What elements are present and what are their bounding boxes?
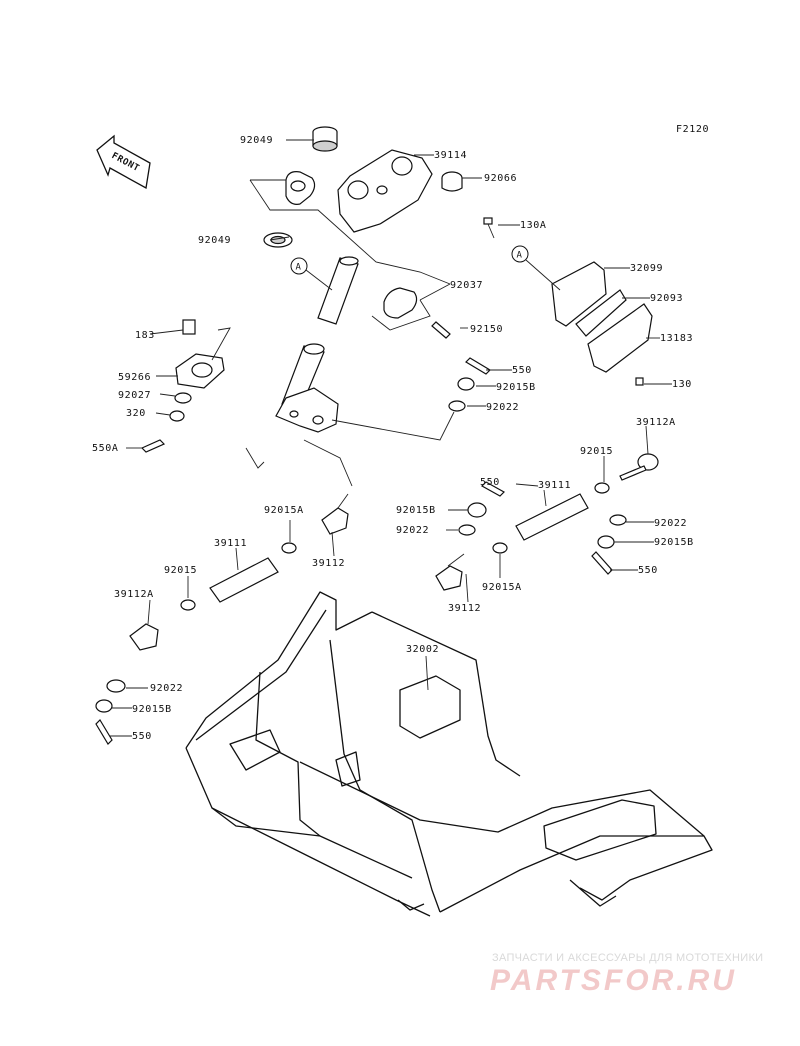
label-92027: 92027 bbox=[118, 390, 151, 401]
label-39111-left: 39111 bbox=[214, 538, 247, 549]
label-92022-left: 92022 bbox=[150, 683, 183, 694]
label-92049-top: 92049 bbox=[240, 135, 273, 146]
label-39114: 39114 bbox=[434, 150, 467, 161]
label-92015b-left: 92015B bbox=[132, 704, 172, 715]
label-32002: 32002 bbox=[406, 644, 439, 655]
handlebar-holder-lower bbox=[285, 171, 316, 205]
label-32099: 32099 bbox=[630, 263, 663, 274]
label-92022-mid: 92022 bbox=[396, 525, 429, 536]
label-92022-right: 92022 bbox=[654, 518, 687, 529]
label-92093: 92093 bbox=[650, 293, 683, 304]
label-550-mid: 550 bbox=[480, 477, 500, 488]
label-92049-bottom: 92049 bbox=[198, 235, 231, 246]
callout-a-right: A bbox=[511, 245, 561, 291]
stem-shaft bbox=[317, 256, 359, 325]
tie-rod-right bbox=[435, 453, 659, 591]
watermark-tagline: ЗАПЧАСТИ И АКСЕССУАРЫ ДЛЯ МОТОТЕХНИКИ bbox=[492, 952, 764, 964]
label-550-right: 550 bbox=[638, 565, 658, 576]
label-92015b-upper: 92015B bbox=[496, 382, 536, 393]
label-92015b-right: 92015B bbox=[654, 537, 694, 548]
label-92015a-left: 92015A bbox=[264, 505, 304, 516]
label-550-upper: 550 bbox=[512, 365, 532, 376]
stem-bearing-top bbox=[312, 126, 338, 152]
label-39112-right: 39112 bbox=[448, 603, 481, 614]
label-39112a-left: 39112A bbox=[114, 589, 154, 600]
label-92066: 92066 bbox=[484, 173, 517, 184]
handlebar-holder-upper bbox=[337, 149, 433, 233]
label-92150: 92150 bbox=[470, 324, 503, 335]
label-550a: 550A bbox=[92, 443, 118, 454]
label-130a: 130A bbox=[520, 220, 546, 231]
label-183: 183 bbox=[135, 330, 155, 341]
label-39111-right: 39111 bbox=[538, 480, 571, 491]
pivot-bracket bbox=[140, 319, 225, 453]
label-92037: 92037 bbox=[450, 280, 483, 291]
stem-clamp bbox=[383, 287, 451, 339]
callout-a-left: A bbox=[290, 257, 333, 291]
main-frame bbox=[185, 591, 713, 917]
steering-column bbox=[275, 343, 339, 433]
label-92022-upper: 92022 bbox=[486, 402, 519, 413]
svg-text:A: A bbox=[517, 251, 523, 261]
label-92015-right: 92015 bbox=[580, 446, 613, 457]
label-59266: 59266 bbox=[118, 372, 151, 383]
tie-rod-left bbox=[95, 493, 349, 745]
svg-text:A: A bbox=[296, 263, 302, 273]
leader-lines bbox=[110, 139, 672, 737]
label-92015-left: 92015 bbox=[164, 565, 197, 576]
label-92015b-mid: 92015B bbox=[396, 505, 436, 516]
watermark-logo: PARTSFOR.RU bbox=[490, 964, 737, 997]
stem-bearing-bottom bbox=[263, 232, 293, 248]
bolt-130a bbox=[483, 217, 495, 239]
label-39112-left: 39112 bbox=[312, 558, 345, 569]
label-39112a-right: 39112A bbox=[636, 417, 676, 428]
label-130: 130 bbox=[672, 379, 692, 390]
label-550-left: 550 bbox=[132, 731, 152, 742]
holder-cap bbox=[441, 171, 463, 192]
label-13183: 13183 bbox=[660, 333, 693, 344]
label-92015a-right: 92015A bbox=[482, 582, 522, 593]
upper-right-hardware bbox=[448, 357, 491, 412]
label-320: 320 bbox=[126, 408, 146, 419]
figure-code: F2120 bbox=[676, 124, 709, 135]
guard-plate bbox=[551, 261, 653, 386]
front-arrow: FRONT bbox=[96, 134, 151, 190]
part-labels: 92049 39114 92066 130A 92049 32099 92037… bbox=[92, 135, 694, 742]
